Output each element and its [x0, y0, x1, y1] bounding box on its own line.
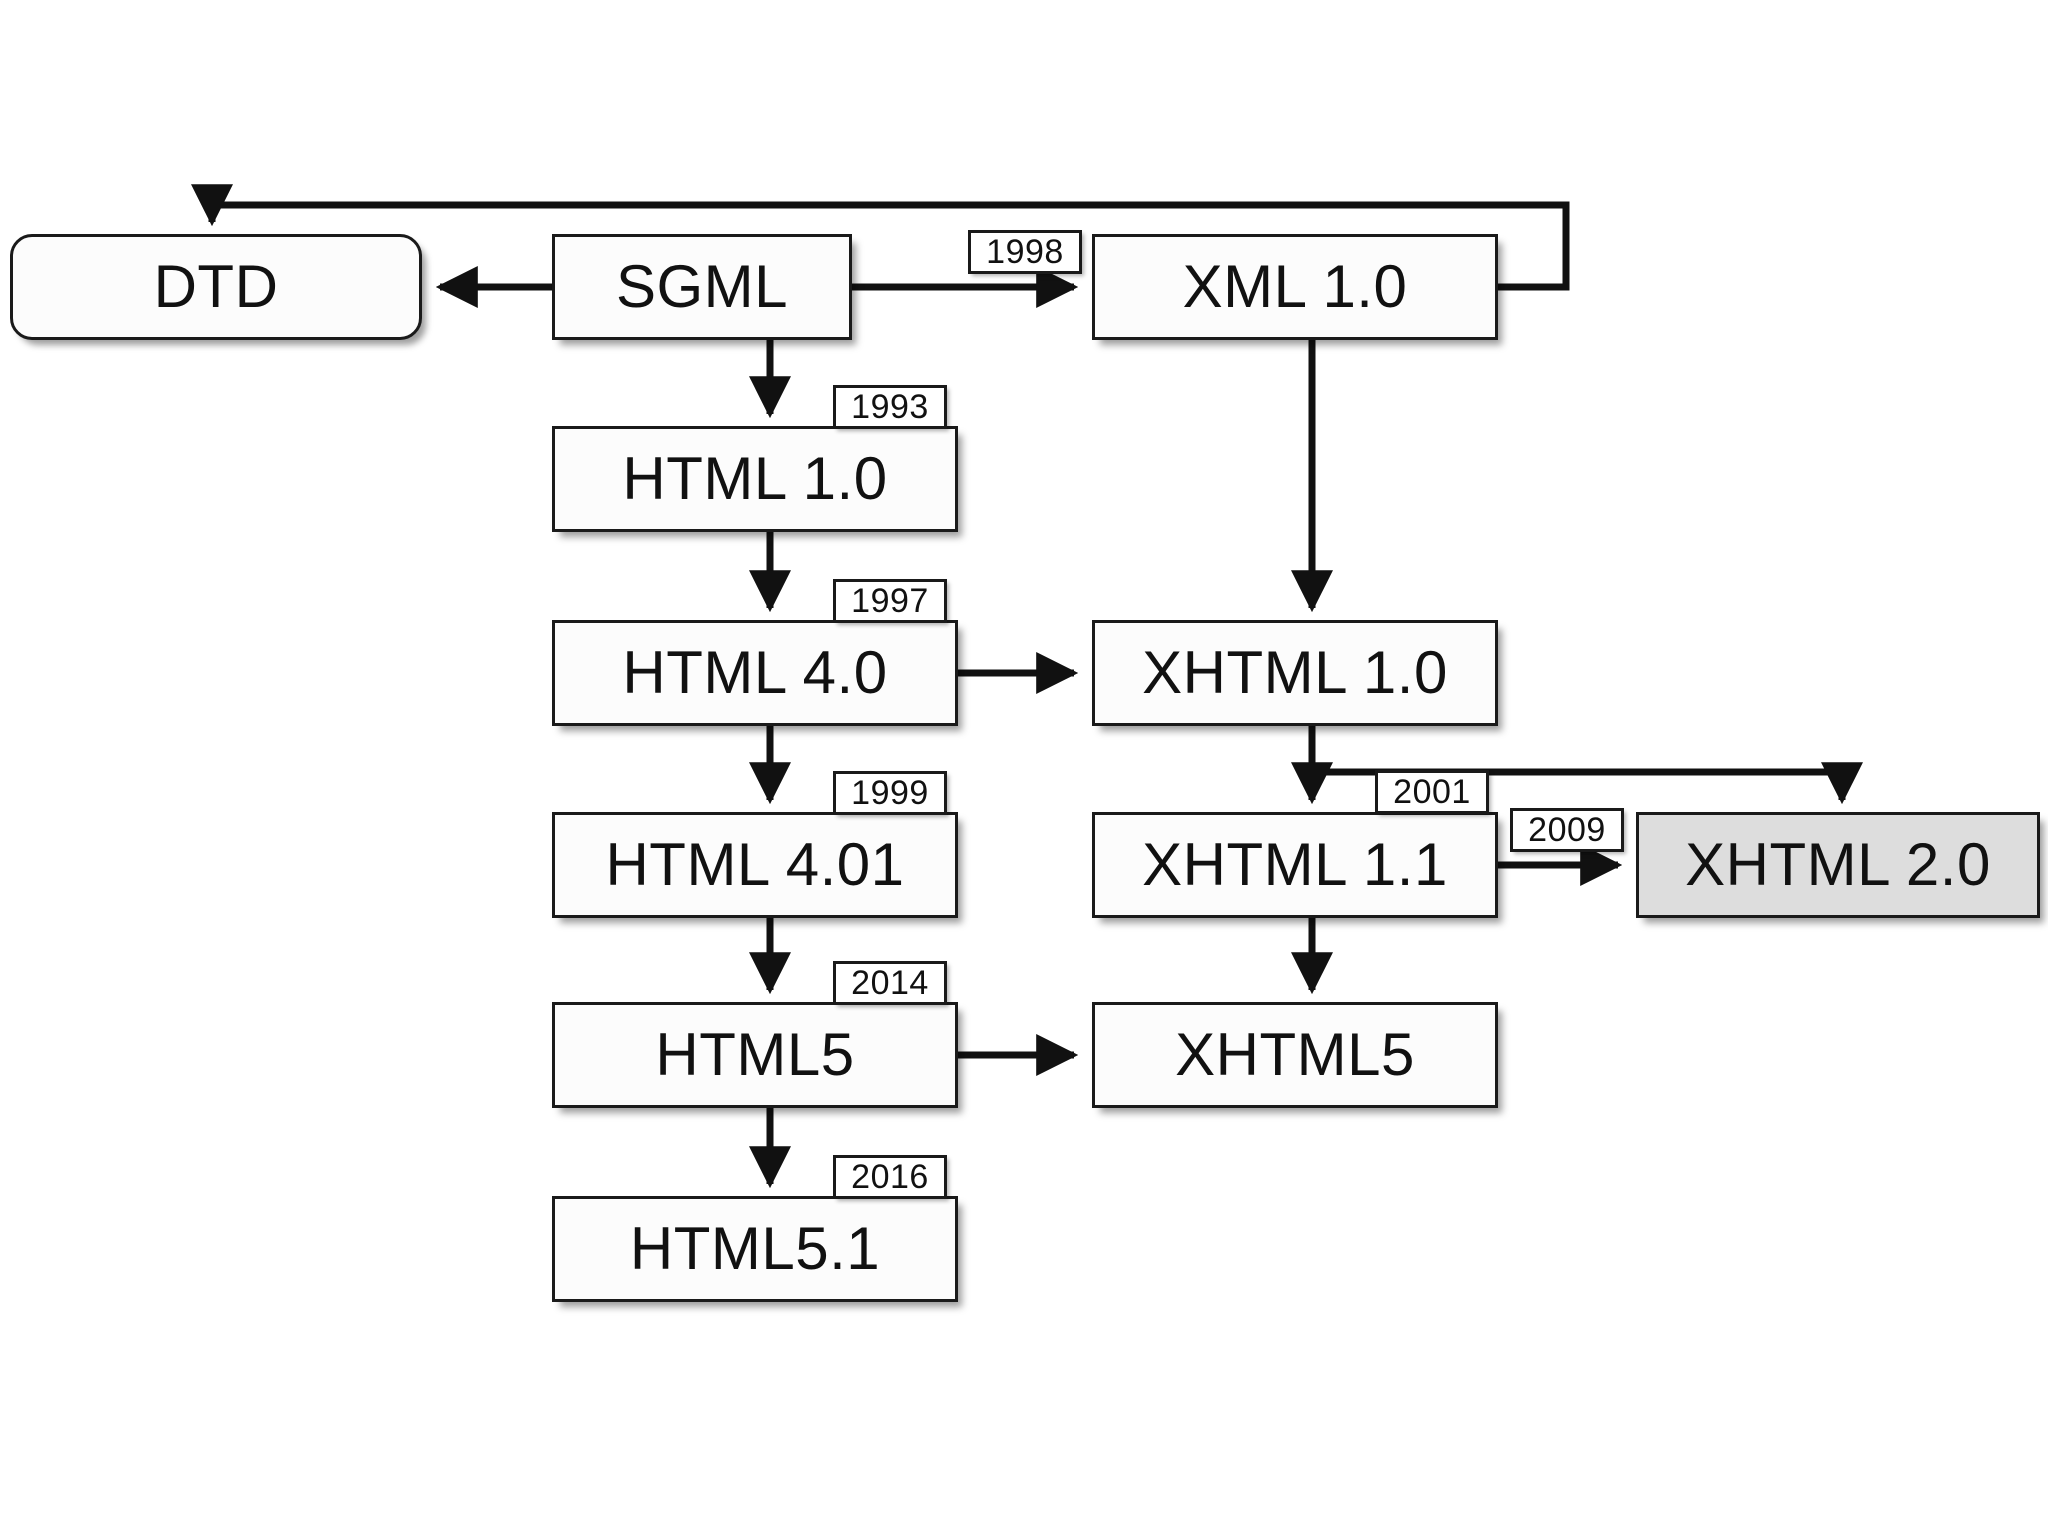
node-dtd[interactable]: DTD — [10, 234, 422, 340]
node-html-4-0[interactable]: HTML 4.0 — [552, 620, 958, 726]
year-label-1993: 1993 — [833, 385, 947, 429]
year-label-1997: 1997 — [833, 579, 947, 623]
year-text-2009: 2009 — [1528, 811, 1606, 849]
node-html-4-01[interactable]: HTML 4.01 — [552, 812, 958, 918]
node-label-xhtml-1-0: XHTML 1.0 — [1142, 639, 1448, 706]
node-label-html5: HTML5 — [655, 1021, 855, 1088]
node-label-xhtml-2-0: XHTML 2.0 — [1685, 831, 1991, 898]
node-xhtml-1-0[interactable]: XHTML 1.0 — [1092, 620, 1498, 726]
node-label-html-1-0: HTML 1.0 — [622, 445, 888, 512]
node-xhtml5[interactable]: XHTML5 — [1092, 1002, 1498, 1108]
node-label-html-4-0: HTML 4.0 — [622, 639, 888, 706]
node-label-xml-1-0: XML 1.0 — [1182, 253, 1408, 320]
year-label-2014: 2014 — [833, 961, 947, 1005]
node-label-dtd: DTD — [153, 253, 279, 320]
year-label-2001: 2001 — [1375, 770, 1489, 814]
node-html5-1[interactable]: HTML5.1 — [552, 1196, 958, 1302]
year-label-2016: 2016 — [833, 1155, 947, 1199]
node-label-html-4-01: HTML 4.01 — [605, 831, 905, 898]
year-text-2001: 2001 — [1393, 773, 1471, 811]
node-html5[interactable]: HTML5 — [552, 1002, 958, 1108]
year-label-1998: 1998 — [968, 230, 1082, 274]
node-html-1-0[interactable]: HTML 1.0 — [552, 426, 958, 532]
node-xhtml-2-0[interactable]: XHTML 2.0 — [1636, 812, 2040, 918]
node-xhtml-1-1[interactable]: XHTML 1.1 — [1092, 812, 1498, 918]
node-label-xhtml5: XHTML5 — [1175, 1021, 1415, 1088]
node-label-sgml: SGML — [615, 253, 789, 320]
year-text-1997: 1997 — [851, 582, 929, 620]
year-text-1993: 1993 — [851, 388, 929, 426]
year-text-2014: 2014 — [851, 964, 929, 1002]
node-label-xhtml-1-1: XHTML 1.1 — [1142, 831, 1448, 898]
year-label-2009: 2009 — [1510, 808, 1624, 852]
node-xml-1-0[interactable]: XML 1.0 — [1092, 234, 1498, 340]
year-label-1999: 1999 — [833, 771, 947, 815]
year-text-2016: 2016 — [851, 1158, 929, 1196]
year-text-1998: 1998 — [986, 233, 1064, 271]
year-text-1999: 1999 — [851, 774, 929, 812]
node-sgml[interactable]: SGML — [552, 234, 852, 340]
node-label-html5-1: HTML5.1 — [629, 1215, 881, 1282]
